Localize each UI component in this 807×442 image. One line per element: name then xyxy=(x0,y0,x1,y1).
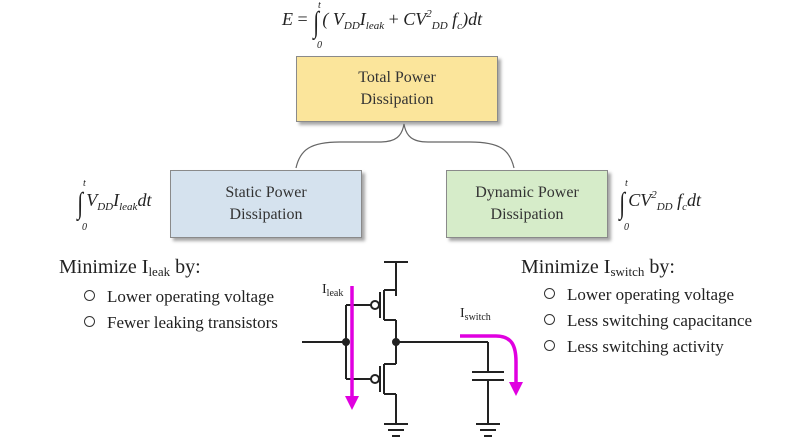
left-formula-v-sub: DD xyxy=(97,201,114,213)
total-power-line2: Dissipation xyxy=(360,91,434,108)
dynamic-power-line1: Dynamic Power xyxy=(475,184,579,201)
list-item: Lower operating voltage xyxy=(544,282,752,308)
list-item-text: Lower operating voltage xyxy=(107,287,275,306)
right-formula-f-sub: c xyxy=(682,201,688,213)
static-power-box: Static Power Dissipation xyxy=(170,170,362,238)
energy-formula: E = ∫( VDDIleak + CV2DD fc)dt xyxy=(282,6,483,39)
iswitch-bullet-list: Lower operating voltage Less switching c… xyxy=(544,282,752,360)
formula-plus: + xyxy=(388,9,399,29)
total-power-box: Total Power Dissipation xyxy=(296,56,498,122)
left-formula-dt: dt xyxy=(137,190,152,210)
formula-f-sub: c xyxy=(457,20,463,32)
left-heading-pre: Minimize I xyxy=(59,256,149,278)
list-item-text: Lower operating voltage xyxy=(567,285,735,304)
dynamic-power-line2: Dissipation xyxy=(490,206,564,223)
iswitch-label-main: I xyxy=(460,306,465,321)
left-integral-lower: 0 xyxy=(82,222,87,233)
right-formula-cv: CV xyxy=(628,190,652,210)
right-formula-sub: DD xyxy=(656,201,673,213)
ileak-label-sub: leak xyxy=(326,288,344,299)
integral-upper-limit: t xyxy=(318,0,321,11)
iswitch-label: Iswitch xyxy=(460,306,491,323)
right-heading-post: by: xyxy=(644,256,675,278)
ileak-label: Ileak xyxy=(322,282,343,299)
formula-f: f xyxy=(452,9,458,29)
integral-lower-limit: 0 xyxy=(317,40,322,51)
left-formula-v: V xyxy=(86,190,98,210)
list-item: Fewer leaking transistors xyxy=(84,310,278,336)
left-formula-i-sub: leak xyxy=(119,201,138,213)
list-item-text: Fewer leaking transistors xyxy=(107,313,278,332)
formula-equals: = xyxy=(297,9,308,29)
list-item: Lower operating voltage xyxy=(84,284,278,310)
formula-cv: CV xyxy=(403,9,427,29)
formula-dt: dt xyxy=(468,9,483,29)
bullet-circle-icon xyxy=(544,288,555,299)
bullet-circle-icon xyxy=(84,316,95,327)
right-integral-lower: 0 xyxy=(624,222,629,233)
static-energy-formula: ∫VDDIleakdt xyxy=(76,187,151,221)
integral-symbol: ∫ xyxy=(313,6,320,39)
ileak-arrow xyxy=(345,286,359,410)
right-heading-pre: Minimize I xyxy=(521,256,611,278)
bullet-circle-icon xyxy=(544,340,555,351)
formula-cv-sub: DD xyxy=(431,20,448,32)
right-integral-symbol: ∫ xyxy=(619,187,625,220)
formula-ileak: I xyxy=(359,9,366,29)
iswitch-arrow xyxy=(460,334,523,396)
list-item-text: Less switching capacitance xyxy=(567,311,753,330)
ileak-label-main: I xyxy=(322,282,327,297)
minimize-ileak-heading: Minimize Ileak by: xyxy=(59,256,201,280)
static-power-line2: Dissipation xyxy=(229,206,303,223)
minimize-iswitch-heading: Minimize Iswitch by: xyxy=(521,256,675,280)
bullet-circle-icon xyxy=(84,290,95,301)
list-item-text: Less switching activity xyxy=(567,337,724,356)
left-integral-symbol: ∫ xyxy=(77,187,83,220)
total-power-line1: Total Power xyxy=(358,69,436,86)
right-formula-dt: dt xyxy=(687,190,702,210)
list-item: Less switching capacitance xyxy=(544,308,752,334)
hierarchy-brace xyxy=(295,123,515,169)
right-integral-upper: t xyxy=(625,178,628,189)
ileak-bullet-list: Lower operating voltage Fewer leaking tr… xyxy=(84,284,278,336)
inverter-circuit xyxy=(302,261,504,437)
formula-vdd: V xyxy=(332,9,344,29)
right-formula-f: f xyxy=(677,190,683,210)
formula-vdd-sub: DD xyxy=(343,20,360,32)
left-formula-i: I xyxy=(113,190,120,210)
right-heading-sub: switch xyxy=(610,264,645,279)
iswitch-label-sub: switch xyxy=(464,312,491,323)
list-item: Less switching activity xyxy=(544,334,752,360)
left-heading-post: by: xyxy=(170,256,201,278)
right-formula-sup: 2 xyxy=(651,189,657,201)
dynamic-energy-formula: ∫CV2DD fcdt xyxy=(618,187,701,221)
left-heading-sub: leak xyxy=(148,264,171,279)
formula-cv-sup: 2 xyxy=(426,8,432,20)
left-integral-upper: t xyxy=(83,178,86,189)
formula-ileak-sub: leak xyxy=(365,20,385,32)
formula-lhs: E xyxy=(282,9,293,29)
dynamic-power-box: Dynamic Power Dissipation xyxy=(446,170,608,238)
static-power-line1: Static Power xyxy=(225,184,307,201)
bullet-circle-icon xyxy=(544,314,555,325)
